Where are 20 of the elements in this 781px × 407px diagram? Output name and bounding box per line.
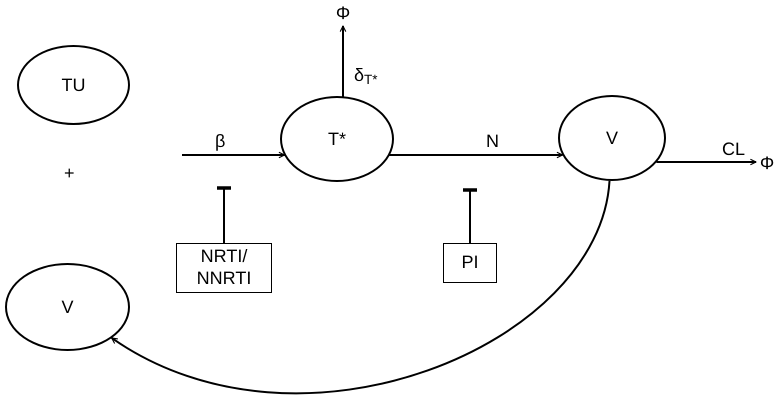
edge-label: β <box>215 130 226 153</box>
arrow <box>390 152 564 158</box>
arrow <box>656 158 757 166</box>
edge-label: δ$_{T*}$ <box>354 64 378 89</box>
edge-label: N <box>486 130 499 153</box>
arrow <box>182 152 286 158</box>
arrow <box>340 25 346 96</box>
ellipse-node: TU <box>17 45 130 125</box>
inhibition-line <box>215 186 233 243</box>
ellipse-node: V <box>558 95 666 181</box>
arrow <box>111 180 610 394</box>
ellipse-node: T* <box>280 96 394 182</box>
phi-symbol: Φ <box>331 0 355 26</box>
inhibition-line <box>461 188 479 243</box>
plus-sign: + <box>64 162 75 185</box>
drug-box: PI <box>443 243 497 283</box>
drug-box: NRTI/ NNRTI <box>176 243 272 293</box>
ellipse-node: V <box>5 263 130 351</box>
edge-label: CL <box>722 138 746 161</box>
phi-symbol: Φ <box>756 150 778 176</box>
